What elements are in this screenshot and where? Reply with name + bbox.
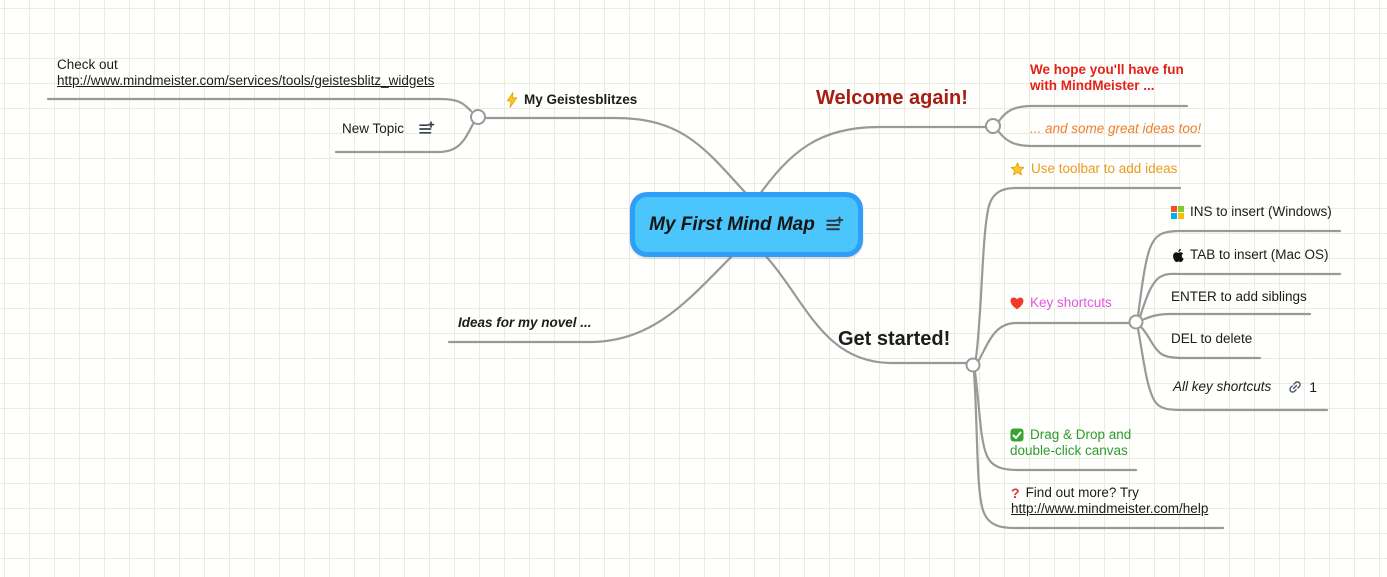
- node-all-shortcuts[interactable]: All key shortcuts 1: [1173, 379, 1317, 395]
- node-enter[interactable]: ENTER to add siblings: [1171, 289, 1307, 304]
- notes-add-icon[interactable]: [825, 215, 844, 234]
- link-icon[interactable]: [1287, 379, 1303, 395]
- branch-enter: [1140, 312, 1312, 322]
- check-icon: [1010, 428, 1024, 442]
- checkout-text[interactable]: Check out: [57, 57, 118, 72]
- node-great-ideas[interactable]: ... and some great ideas too!: [1030, 121, 1202, 136]
- connector-geistesblitzes[interactable]: [470, 109, 486, 125]
- node-drag-drop[interactable]: Drag & Drop and double-click canvas: [1010, 427, 1131, 459]
- find-more-url-link[interactable]: http://www.mindmeister.com/help: [1011, 501, 1209, 516]
- all-shortcuts-link-count: 1: [1309, 379, 1318, 395]
- connector-get-started[interactable]: [965, 357, 981, 373]
- use-toolbar-label: Use toolbar to add ideas: [1031, 161, 1178, 176]
- branch-checkout: [46, 97, 473, 113]
- heart-icon: [1010, 297, 1024, 310]
- question-icon: ?: [1011, 485, 1020, 501]
- node-use-toolbar[interactable]: Use toolbar to add ideas: [1010, 161, 1177, 177]
- ins-label: INS to insert (Windows): [1190, 204, 1332, 219]
- notes-add-icon[interactable]: [418, 121, 435, 137]
- branch-we-hope: [997, 104, 1189, 123]
- root-node-title: My First Mind Map: [649, 213, 815, 235]
- checkout-url-link[interactable]: http://www.mindmeister.com/services/tool…: [57, 73, 435, 88]
- node-welcome[interactable]: Welcome again!: [816, 87, 968, 109]
- key-shortcuts-label: Key shortcuts: [1030, 295, 1112, 310]
- node-tab[interactable]: TAB to insert (Mac OS): [1171, 247, 1329, 263]
- apple-icon: [1171, 248, 1184, 263]
- node-ins[interactable]: INS to insert (Windows): [1171, 204, 1332, 220]
- node-checkout: Check out http://www.mindmeister.com/ser…: [57, 57, 434, 89]
- all-shortcuts-label: All key shortcuts: [1173, 379, 1272, 394]
- find-more-line1: Find out more? Try: [1025, 485, 1139, 500]
- node-del[interactable]: DEL to delete: [1171, 331, 1253, 346]
- node-key-shortcuts[interactable]: Key shortcuts: [1010, 295, 1112, 311]
- geistesblitzes-label: My Geistesblitzes: [524, 92, 638, 107]
- branch-use-toolbar: [974, 186, 1182, 360]
- root-node[interactable]: My First Mind Map: [630, 192, 863, 257]
- we-hope-line1: We hope you'll have fun: [1030, 62, 1184, 77]
- node-ideas-novel[interactable]: Ideas for my novel ...: [458, 315, 592, 330]
- we-hope-line2: with MindMeister ...: [1030, 78, 1155, 93]
- node-get-started[interactable]: Get started!: [838, 328, 951, 350]
- tab-label: TAB to insert (Mac OS): [1190, 247, 1329, 262]
- star-icon: [1010, 162, 1025, 176]
- drag-drop-line2: double-click canvas: [1010, 443, 1128, 458]
- windows-icon: [1171, 205, 1184, 219]
- node-geistesblitzes[interactable]: My Geistesblitzes: [506, 92, 637, 108]
- connector-welcome[interactable]: [985, 118, 1001, 134]
- branch-welcome: [755, 125, 988, 200]
- node-find-more[interactable]: ? Find out more? Try http://www.mindmeis…: [1011, 485, 1208, 517]
- node-we-hope[interactable]: We hope you'll have fun with MindMeister…: [1030, 62, 1184, 94]
- new-topic-label: New Topic: [342, 121, 405, 136]
- drag-drop-line1: Drag & Drop and: [1030, 427, 1132, 442]
- branch-geistesblitzes: [483, 116, 754, 202]
- node-new-topic[interactable]: New Topic: [342, 121, 435, 137]
- branch-key-shortcuts: [977, 321, 1131, 362]
- lightning-icon: [506, 92, 518, 108]
- connector-key-shortcuts[interactable]: [1128, 314, 1144, 330]
